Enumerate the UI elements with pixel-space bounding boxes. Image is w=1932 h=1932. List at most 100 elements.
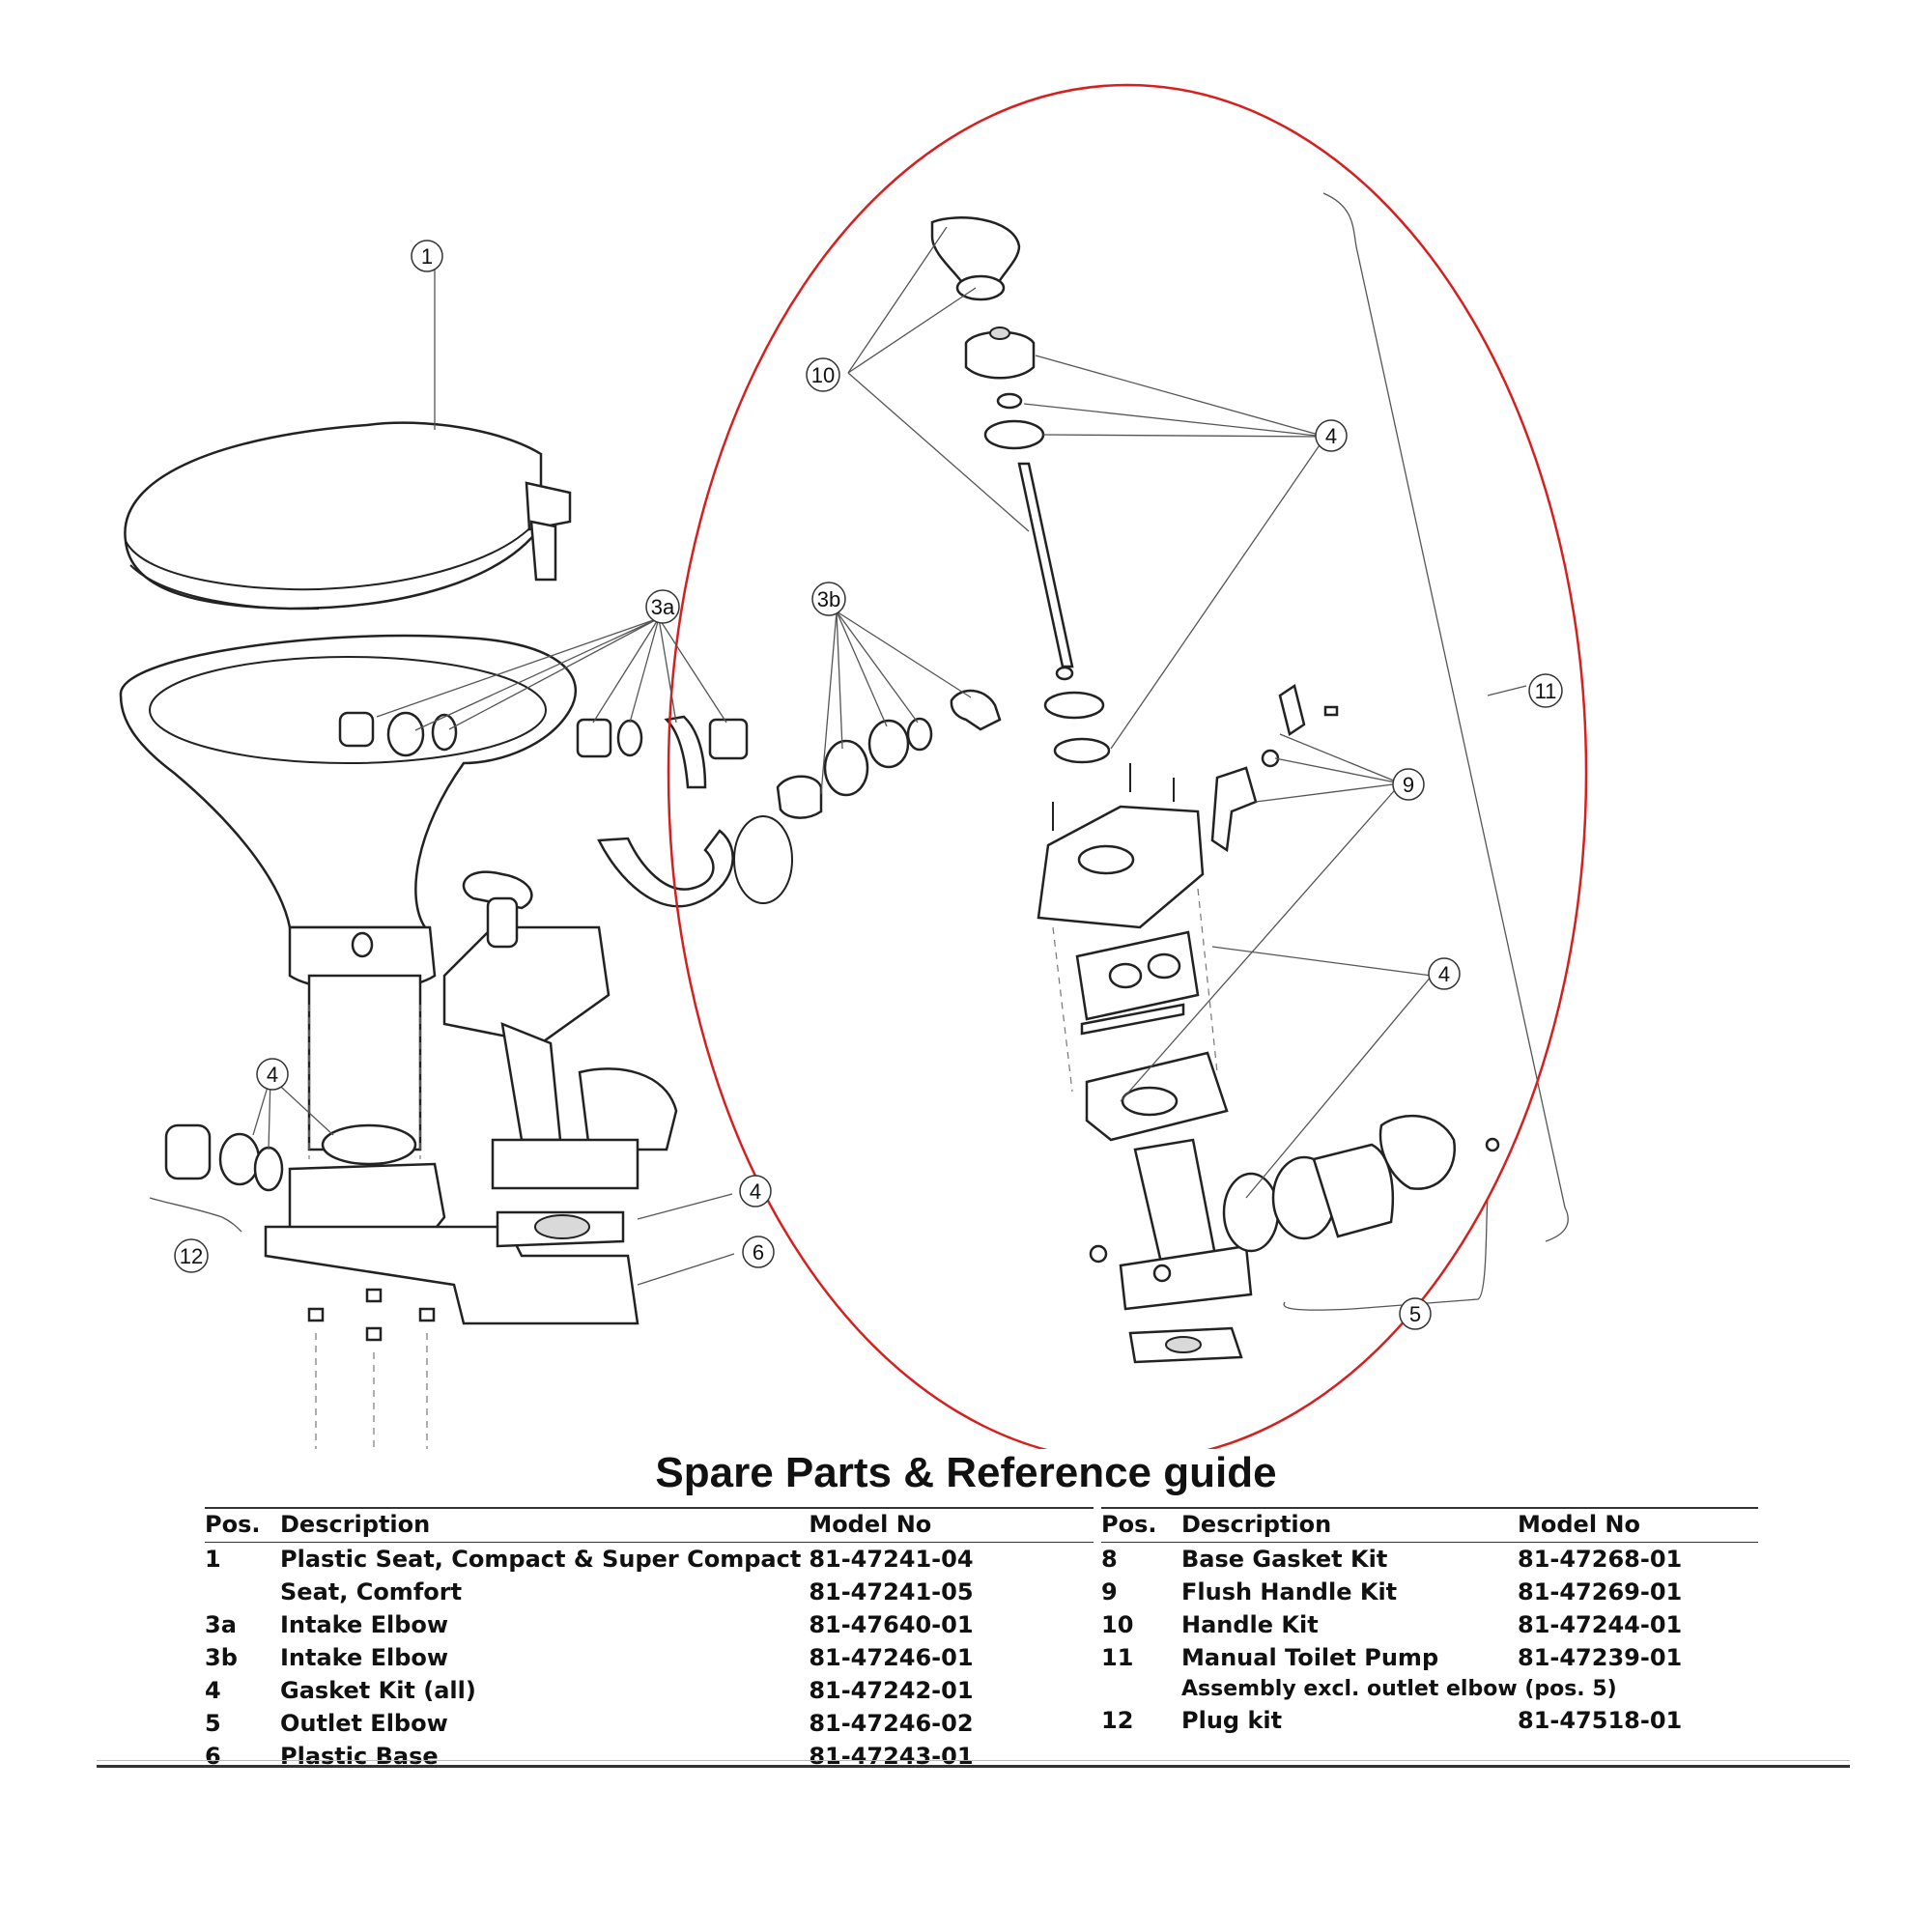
pump-housing-drawing xyxy=(1037,763,1253,1364)
callout-5: 5 xyxy=(1399,1297,1432,1330)
model-no-cell: 81-47640-01 xyxy=(809,1611,974,1638)
pos-cell xyxy=(205,1576,280,1608)
small-o-ring-drawing xyxy=(996,392,1023,410)
callout-label: 3a xyxy=(651,595,675,619)
leader-lines xyxy=(252,226,1527,1286)
description-cell: Intake Elbow xyxy=(280,1644,449,1671)
description-cell: Seat, Comfort xyxy=(280,1578,463,1605)
description-cell: Gasket Kit (all) xyxy=(280,1677,476,1704)
callout-4-right: 4 xyxy=(1428,957,1461,990)
intake-fittings-3b-drawing xyxy=(776,689,1002,819)
model-no-cell: 81-47241-04 xyxy=(809,1546,974,1573)
pos-cell: 3b xyxy=(205,1644,238,1671)
pos-cell: 12 xyxy=(1101,1707,1134,1734)
callout-label: 10 xyxy=(811,363,835,387)
parts-table-right: Pos. Description Model No 8 Base Gasket … xyxy=(1101,1507,1758,1737)
pos-cell: 8 xyxy=(1101,1546,1118,1573)
callout-3a: 3a xyxy=(645,589,680,624)
rod-nut-drawing xyxy=(1055,666,1074,681)
intake-fittings-3a-drawing xyxy=(338,711,749,789)
exploded-toilet-diagram: 1 3a 3b 4 4 4 4 5 6 9 10 11 xyxy=(119,83,1588,1449)
description-cell: Flush Handle Kit xyxy=(1181,1578,1398,1605)
pos-cell: 5 xyxy=(205,1710,221,1737)
description-cell: Manual Toilet Pump xyxy=(1181,1644,1439,1671)
pos-cell: 6 xyxy=(205,1743,221,1770)
small-pump-drawing xyxy=(442,870,678,1190)
model-no-cell: 81-47269-01 xyxy=(1518,1578,1683,1605)
mounting-nuts-drawing xyxy=(307,1005,436,1449)
callout-3b: 3b xyxy=(811,582,846,616)
table-row: Assembly excl. outlet elbow (pos. 5) xyxy=(1101,1674,1758,1704)
callout-4-upper: 4 xyxy=(1315,419,1348,452)
description-cell: Intake Elbow xyxy=(280,1611,449,1638)
toilet-assembly xyxy=(119,421,793,1449)
table-row: 5 Outlet Elbow 81-47246-02 xyxy=(205,1707,1094,1740)
bolt-drawing xyxy=(1089,1244,1108,1264)
pos-cell: 11 xyxy=(1101,1644,1134,1671)
cap-drawing xyxy=(964,330,1036,380)
handle-knob-drawing xyxy=(955,274,1006,301)
callout-label: 4 xyxy=(1438,962,1450,986)
plastic-base-drawing xyxy=(264,1162,639,1325)
table-row: 9 Flush Handle Kit 81-47269-01 xyxy=(1101,1576,1758,1608)
table-row: 4 Gasket Kit (all) 81-47242-01 xyxy=(205,1674,1094,1707)
bolt-drawing xyxy=(1152,1264,1172,1283)
callout-6: 6 xyxy=(742,1236,775,1268)
table-row: 8 Base Gasket Kit 81-47268-01 xyxy=(1101,1543,1758,1577)
callout-label: 9 xyxy=(1403,773,1414,797)
hose-drawing xyxy=(597,829,734,908)
callout-1: 1 xyxy=(411,240,443,272)
callout-label: 4 xyxy=(267,1063,278,1087)
description-cell: Handle Kit xyxy=(1181,1611,1319,1638)
model-no-cell: 81-47518-01 xyxy=(1518,1707,1683,1734)
bracket-12 xyxy=(149,1197,242,1233)
callout-label: 1 xyxy=(421,244,433,269)
callout-label: 3b xyxy=(817,587,840,611)
table-row: 3a Intake Elbow 81-47640-01 xyxy=(205,1608,1094,1641)
callout-label: 11 xyxy=(1535,679,1557,703)
table-row: 10 Handle Kit 81-47244-01 xyxy=(1101,1608,1758,1641)
plug-and-gaskets-drawing xyxy=(164,1123,417,1192)
callout-label: 4 xyxy=(750,1179,761,1204)
model-no-cell: 81-47246-02 xyxy=(809,1710,974,1737)
pos-cell: 10 xyxy=(1101,1611,1134,1638)
piston-ring-drawing xyxy=(1053,737,1111,764)
model-no-cell: 81-47244-01 xyxy=(1518,1611,1683,1638)
outlet-elbow-drawing xyxy=(1222,1114,1500,1253)
pump-rod-drawing xyxy=(1017,462,1074,668)
pump-highlight-ellipse xyxy=(667,83,1588,1449)
pos-cell: 4 xyxy=(205,1677,221,1704)
table-row: 11 Manual Toilet Pump 81-47239-01 xyxy=(1101,1641,1758,1674)
callout-4-base: 4 xyxy=(739,1175,772,1208)
model-no-header: Model No xyxy=(1518,1507,1758,1543)
model-no-cell: 81-47241-05 xyxy=(809,1578,974,1605)
table-row: Seat, Comfort 81-47241-05 xyxy=(205,1576,1094,1608)
o-ring-drawing xyxy=(983,419,1045,450)
description-cell: Plug kit xyxy=(1181,1707,1283,1734)
description-cell: Assembly excl. outlet elbow (pos. 5) xyxy=(1181,1677,1617,1701)
callout-4-left: 4 xyxy=(256,1058,289,1091)
callout-label: 5 xyxy=(1409,1302,1421,1326)
bracket-11 xyxy=(1322,192,1569,1242)
description-cell: Base Gasket Kit xyxy=(1181,1546,1388,1573)
model-no-cell: 81-47239-01 xyxy=(1518,1644,1683,1671)
pos-cell: 1 xyxy=(205,1546,221,1573)
description-header: Description xyxy=(1181,1507,1518,1543)
table-row: 12 Plug kit 81-47518-01 xyxy=(1101,1704,1758,1737)
piston-drawing xyxy=(1043,691,1105,720)
parts-table-left: Pos. Description Model No 1 Plastic Seat… xyxy=(205,1507,1094,1773)
description-cell: Outlet Elbow xyxy=(280,1710,448,1737)
handle-drawing xyxy=(930,216,1021,292)
callout-9: 9 xyxy=(1392,768,1425,801)
flush-handle-parts-drawing xyxy=(1210,683,1339,853)
pos-header: Pos. xyxy=(1101,1507,1181,1543)
pump-assembly xyxy=(776,216,1500,1364)
model-no-cell: 81-47246-01 xyxy=(809,1644,974,1671)
pos-header: Pos. xyxy=(205,1507,280,1543)
table-row: 3b Intake Elbow 81-47246-01 xyxy=(205,1641,1094,1674)
table-row: 1 Plastic Seat, Compact & Super Compact … xyxy=(205,1543,1094,1577)
model-no-header: Model No xyxy=(809,1507,1094,1543)
callout-10: 10 xyxy=(806,357,840,392)
bottom-rule-thin xyxy=(97,1760,1850,1761)
description-cell: Plastic Seat, Compact & Super Compact xyxy=(280,1546,802,1573)
